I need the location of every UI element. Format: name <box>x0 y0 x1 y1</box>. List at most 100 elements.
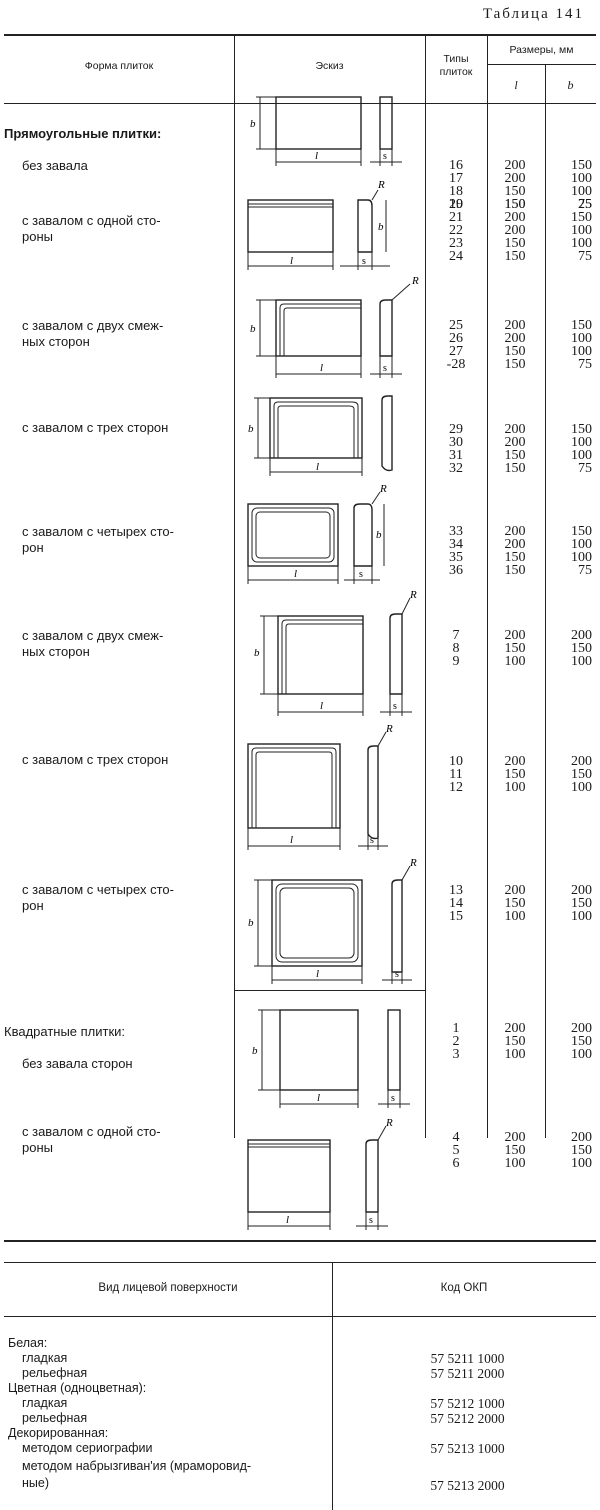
row-desc-3: с завалом с двух смеж- ных сторон <box>22 318 164 349</box>
cell-types: 36 <box>449 563 463 578</box>
okp-label: Декорированная: <box>8 1426 109 1440</box>
header-types-2: плиток <box>439 66 473 78</box>
cell-types: 19 <box>449 197 463 212</box>
cell-types: 25 <box>449 318 463 333</box>
row-desc-2: с завалом с одной сто- роны <box>22 213 161 244</box>
svg-text:s: s <box>383 151 387 162</box>
cell-b: 100 <box>571 184 592 199</box>
cell-l: 200 <box>504 318 526 333</box>
row-desc-8: с завалом с четырех сто- рон <box>22 882 174 913</box>
cell-types: 26 <box>449 331 463 346</box>
okp-header-code: Код ОКП <box>440 1282 488 1294</box>
cell-l: 200 <box>504 1130 526 1145</box>
cell-types: 16 <box>449 158 463 173</box>
sketch-5: b l s R <box>240 482 420 586</box>
cell-b: 200 <box>571 628 592 643</box>
svg-text:s: s <box>362 256 366 267</box>
cell-b: 100 <box>571 448 592 463</box>
okp-code: 57 5212 2000 <box>430 1411 505 1426</box>
col-divider-l <box>487 34 488 1138</box>
table-bottom-rule <box>4 1240 596 1242</box>
svg-text:l: l <box>294 568 297 580</box>
svg-text:R: R <box>379 483 387 495</box>
svg-text:R: R <box>385 1117 393 1129</box>
cell-l: 150 <box>504 1034 526 1049</box>
sketch-4: b l <box>240 390 420 482</box>
svg-text:R: R <box>385 723 393 735</box>
cell-l: 200 <box>504 331 526 346</box>
cell-l: 150 <box>504 184 526 199</box>
cell-l: 150 <box>504 1143 526 1158</box>
cell-types: 10 <box>449 754 463 769</box>
cell-b: 100 <box>571 1047 592 1062</box>
cell-l: 150 <box>504 767 526 782</box>
cell-l: 100 <box>504 780 526 795</box>
cell-types: 20 <box>449 197 463 212</box>
cell-b: 100 <box>571 909 592 924</box>
sizes-sub-rule <box>487 64 596 65</box>
cell-l: 200 <box>504 537 526 552</box>
okp-label: Цветная (одноцветная): <box>8 1381 147 1395</box>
cell-b: 100 <box>571 331 592 346</box>
cell-b: 150 <box>571 641 592 656</box>
okp-label: Белая: <box>8 1336 48 1350</box>
svg-text:b: b <box>376 529 382 541</box>
sketch-1: b l s <box>240 94 420 176</box>
cell-b: 150 <box>571 422 592 437</box>
cell-types: 22 <box>449 223 463 238</box>
row-desc-9: Квадратные плитки: без завала сторон <box>4 1008 233 1088</box>
header-bottom-rule <box>4 103 596 104</box>
cell-types: 3 <box>452 1047 460 1062</box>
dim-b: b <box>250 118 256 130</box>
svg-text:l: l <box>290 255 293 267</box>
cell-l: 200 <box>504 628 526 643</box>
cell-l: 150 <box>504 357 526 372</box>
cell-b: 150 <box>571 158 592 173</box>
cell-b: 150 <box>571 1143 592 1158</box>
svg-text:R: R <box>409 589 417 601</box>
cell-types: 15 <box>449 909 463 924</box>
cell-types: 24 <box>449 249 463 264</box>
okp-header-surface: Вид лицевой поверхности <box>98 1282 238 1294</box>
cell-b: 75 <box>578 249 592 264</box>
cell-l: 200 <box>504 524 526 539</box>
col-divider-types <box>425 34 426 1138</box>
okp-label: методом набрызгиван'ия (мраморовид- ные) <box>22 1459 252 1490</box>
cell-types: -28 <box>446 357 466 372</box>
cell-l: 200 <box>504 422 526 437</box>
cell-b: 100 <box>571 435 592 450</box>
cell-l: 100 <box>504 1047 526 1062</box>
cell-types: 30 <box>449 435 463 450</box>
okp-header-rule <box>4 1316 596 1317</box>
cell-b: 150 <box>571 896 592 911</box>
cell-b: 200 <box>571 1130 592 1145</box>
sketch-10: R l s <box>240 1117 420 1238</box>
svg-text:l: l <box>290 834 293 846</box>
cell-l: 150 <box>504 236 526 251</box>
sketch-9: b l s <box>240 1000 420 1112</box>
svg-text:s: s <box>383 363 387 374</box>
cell-types: 13 <box>449 883 463 898</box>
cell-l: 150 <box>504 197 526 212</box>
cell-l: 100 <box>504 909 526 924</box>
header-sketch: Эскиз <box>315 60 344 72</box>
cell-b: 75 <box>578 563 592 578</box>
cell-l: 200 <box>504 171 526 186</box>
sketch-2: l b s R <box>240 178 420 274</box>
cell-l: 200 <box>504 1021 526 1036</box>
